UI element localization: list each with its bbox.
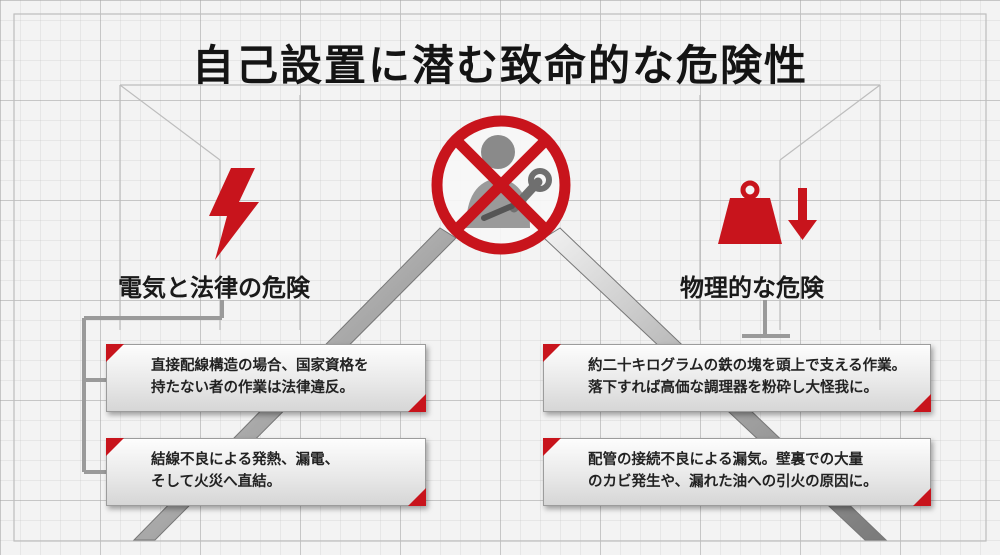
card-line: 配管の接続不良による漏気。壁裏での大量 (588, 452, 864, 468)
physical-danger-heading: 物理的な危険 (680, 273, 824, 302)
card-line: 落下すれば高価な調理器を粉砕し大怪我に。 (588, 380, 878, 396)
risk-card-weight: 約二十キログラムの鉄の塊を頭上で支える作業。 落下すれば高価な調理器を粉砕し大怪… (543, 344, 931, 412)
risk-card-legal: 直接配線構造の場合、国家資格を 持たない者の作業は法律違反。 (106, 344, 426, 412)
lightning-bolt-icon (205, 168, 261, 260)
card-line: のカビ発生や、漏れた油への引火の原因に。 (588, 474, 878, 490)
page-title: 自己設置に潜む致命的な危険性 (191, 41, 808, 90)
card-line: 結線不良による発熱、漏電、 (151, 452, 340, 468)
heavy-weight-falling-icon (716, 180, 826, 250)
card-line: 持たない者の作業は法律違反。 (151, 380, 354, 396)
electrical-legal-heading: 電気と法律の危険 (118, 273, 310, 302)
risk-card-fire: 結線不良による発熱、漏電、 そして火災へ直結。 (106, 438, 426, 506)
no-diy-worker-prohibited-icon (426, 110, 576, 260)
card-line: 直接配線構造の場合、国家資格を (151, 358, 369, 374)
risk-card-leak: 配管の接続不良による漏気。壁裏での大量 のカビ発生や、漏れた油への引火の原因に。 (543, 438, 931, 506)
card-line: 約二十キログラムの鉄の塊を頭上で支える作業。 (588, 358, 907, 374)
card-line: そして火災へ直結。 (151, 474, 282, 490)
